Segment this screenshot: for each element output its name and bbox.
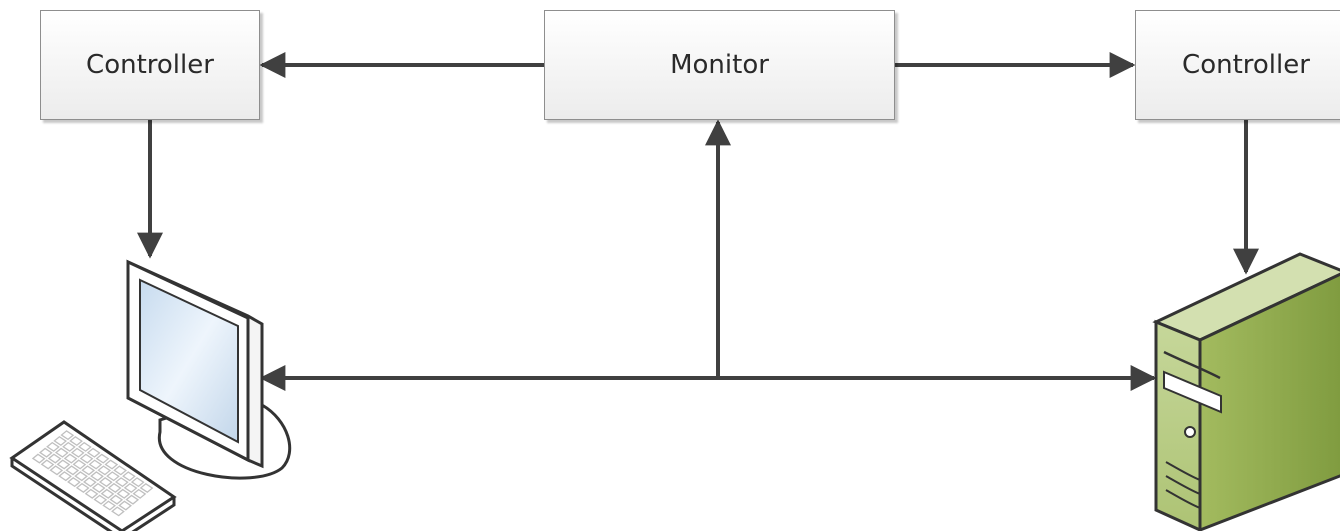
keyboard-key xyxy=(31,453,46,464)
keyboard-key xyxy=(107,482,122,493)
server-drive-bay-top xyxy=(1163,350,1221,380)
keyboard-key xyxy=(104,459,119,470)
keyboard-key xyxy=(40,459,55,470)
keyboard-key xyxy=(72,459,87,470)
keyboard-key xyxy=(114,477,129,488)
keyboard-key xyxy=(60,430,75,441)
server-front xyxy=(1154,319,1202,531)
keyboard-key xyxy=(58,471,72,482)
keyboard-key xyxy=(88,459,103,470)
server-power-button xyxy=(1184,426,1196,438)
connectors xyxy=(137,52,1259,391)
controller-right-label: Controller xyxy=(1182,50,1310,80)
keyboard-key xyxy=(67,477,81,488)
keyboard-key xyxy=(95,453,110,464)
controller-left-label: Controller xyxy=(86,50,214,80)
server-vent-lines xyxy=(1165,461,1201,509)
keyboard-key xyxy=(100,488,115,499)
keyboard-key xyxy=(49,465,64,476)
controller-left-box: Controller xyxy=(40,10,260,120)
keyboard-key xyxy=(122,471,136,482)
keyboard-key xyxy=(79,453,94,464)
server-tower-icon xyxy=(1152,252,1340,531)
keyboard-key xyxy=(54,447,69,458)
keyboard-key xyxy=(65,465,80,476)
desktop-computer-icon xyxy=(126,259,292,480)
keyboard-key xyxy=(102,500,117,511)
keyboard-key xyxy=(91,482,106,493)
keyboard-key xyxy=(46,441,60,452)
keyboard-key xyxy=(97,465,112,476)
keyboard-key xyxy=(125,494,140,505)
keyboard-key xyxy=(93,494,108,505)
keyboard-key xyxy=(75,482,90,493)
keyboard-key xyxy=(123,482,138,494)
keyboard-key xyxy=(56,459,71,470)
monitor-box: Monitor xyxy=(544,10,895,120)
keyboard-key xyxy=(118,500,132,511)
keyboard-key xyxy=(69,435,83,447)
monitor-label: Monitor xyxy=(670,50,769,80)
keyboard-key xyxy=(84,488,99,499)
keyboard-key xyxy=(106,471,120,482)
keyboard-key xyxy=(63,453,78,464)
keyboard-key xyxy=(38,447,53,458)
keyboard-key xyxy=(62,441,76,452)
keyboard-key xyxy=(98,477,113,488)
keyboard-key xyxy=(111,506,125,517)
monitor-screen xyxy=(139,278,239,444)
keyboard-key xyxy=(70,447,85,458)
keyboard-key xyxy=(74,471,88,482)
keyboard-key xyxy=(86,447,101,458)
keyboard-key xyxy=(139,482,154,494)
keyboard-key xyxy=(130,477,145,488)
keyboard-key xyxy=(116,488,131,499)
keyboard-key xyxy=(132,488,147,499)
controller-right-box: Controller xyxy=(1135,10,1340,120)
keyboard-icon xyxy=(9,420,177,531)
keyboard-key xyxy=(78,441,92,452)
keyboard-key xyxy=(53,435,67,447)
keyboard-key xyxy=(113,465,127,476)
keyboard-key xyxy=(90,471,104,482)
keyboard-keys xyxy=(31,430,154,517)
keyboard-key xyxy=(81,465,96,476)
keyboard-key xyxy=(109,494,124,505)
keyboard-key xyxy=(47,453,62,464)
server-drive-bay xyxy=(1163,370,1222,414)
keyboard-edge xyxy=(10,458,176,531)
keyboard-key xyxy=(83,477,97,488)
